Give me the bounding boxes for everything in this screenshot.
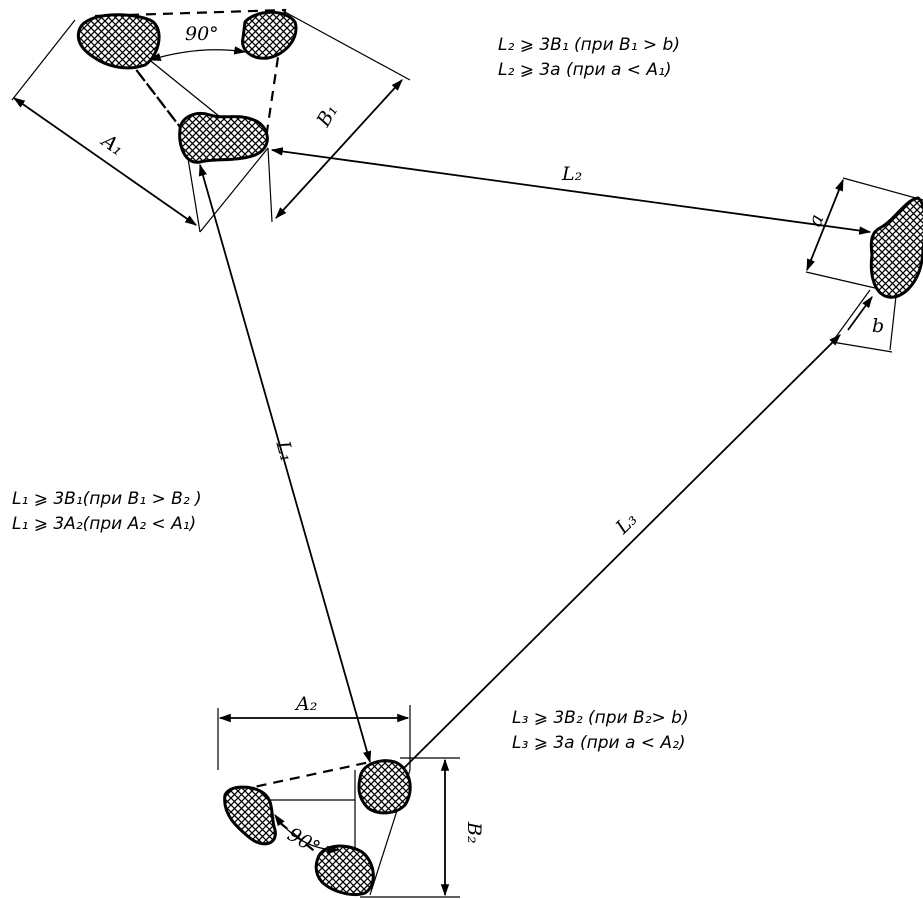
site-blob-2	[241, 10, 298, 60]
site-blob-7	[314, 844, 375, 897]
condition-L3: L₃ ⩾ 3B₂ (при B₂> b) L₃ ⩾ 3a (при a < A₂…	[512, 706, 689, 756]
extension-line	[829, 289, 871, 346]
group-bottom: A₂ B₂ 90°	[217, 693, 485, 898]
site-blob-5	[357, 759, 412, 815]
extension-line	[267, 147, 273, 223]
distance-L3	[403, 334, 841, 769]
distance-L1	[198, 163, 372, 764]
label-A2: A₂	[294, 693, 317, 715]
angle-arc-bottom	[274, 814, 340, 855]
label-L1: L₁	[271, 438, 298, 464]
extension-line	[11, 19, 76, 101]
label-L2: L₂	[561, 163, 582, 185]
angle-label-bottom: 90°	[284, 823, 324, 859]
dimension-b-arrow	[847, 296, 873, 331]
label-B2: B₂	[463, 821, 485, 844]
condition-L2-line-2: L₂ ⩾ 3a (при a < A₁)	[498, 60, 672, 80]
label-B1: B₁	[312, 101, 342, 132]
dimension-b	[831, 341, 893, 353]
label-a: a	[804, 211, 829, 229]
extension-line	[842, 177, 923, 201]
site-blob-1	[76, 13, 161, 70]
condition-L3-line-2: L₃ ⩾ 3a (при a < A₂)	[512, 733, 686, 753]
site-blob-3	[178, 112, 269, 164]
group-right: a b	[804, 177, 923, 353]
label-A1: A₁	[96, 129, 128, 160]
angle-arc-top	[148, 46, 247, 61]
condition-L1-line-2: L₁ ⩾ 3A₂(при A₂ < A₁)	[12, 514, 197, 534]
angle-label-top: 90°	[185, 23, 219, 45]
condition-L2: L₂ ⩾ 3B₁ (при B₁ > b) L₂ ⩾ 3a (при a < A…	[498, 33, 680, 83]
extension-line	[805, 271, 876, 289]
construction-line	[284, 11, 411, 81]
label-b: b	[872, 315, 884, 337]
site-blob-6	[223, 785, 277, 846]
site-blob-4	[869, 196, 923, 299]
dimension-A1	[13, 97, 197, 226]
label-L3: L₃	[611, 508, 642, 539]
dimension-B1	[275, 79, 403, 219]
condition-L1: L₁ ⩾ 3B₁(при B₁ > B₂ ) L₁ ⩾ 3A₂(при A₂ <…	[12, 487, 202, 537]
distance-L2	[270, 147, 872, 235]
condition-L1-line-1: L₁ ⩾ 3B₁(при B₁ > B₂ )	[12, 489, 202, 509]
group-top-left: 90° A₁ B₁	[11, 8, 411, 233]
condition-L3-line-1: L₃ ⩾ 3B₂ (при B₂> b)	[512, 708, 689, 728]
condition-L2-line-1: L₂ ⩾ 3B₁ (при B₁ > b)	[498, 35, 680, 55]
